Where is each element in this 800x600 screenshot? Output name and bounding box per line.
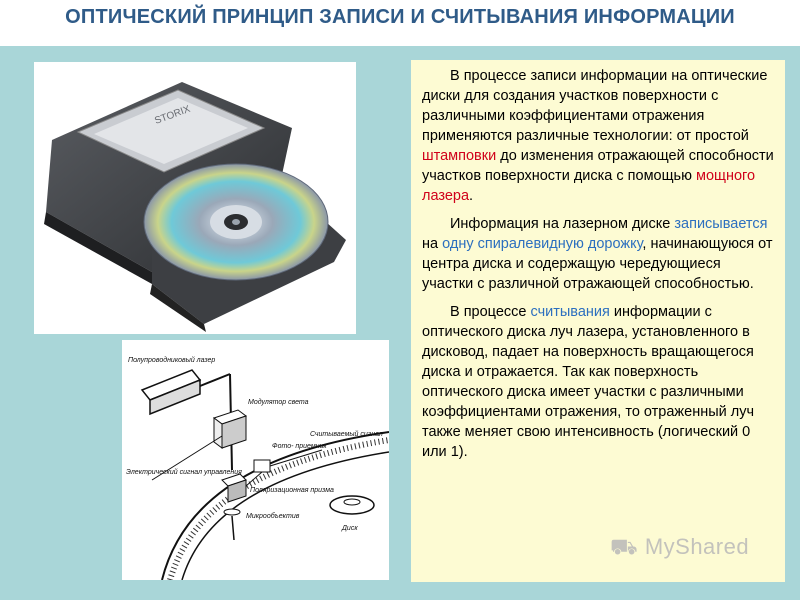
description-textbox: В процессе записи информации на оптическ… — [411, 60, 785, 582]
p3-text-a: В процессе — [450, 304, 531, 320]
p1-text-a: В процессе записи информации на оптическ… — [422, 68, 768, 144]
p2-text-e: , начинающуюся от центра диска и содержа… — [422, 236, 773, 292]
page-title: ОПТИЧЕСКИЙ ПРИНЦИП ЗАПИСИ И СЧИТЫВАНИЯ И… — [65, 6, 735, 28]
paragraph-writing: В процессе записи информации на оптическ… — [422, 66, 775, 206]
title-bar: ОПТИЧЕСКИЙ ПРИНЦИП ЗАПИСИ И СЧИТЫВАНИЯ И… — [0, 0, 800, 46]
p2-text-c: на — [422, 236, 443, 252]
p2-highlight-track: одну спиралевидную дорожку — [442, 236, 643, 252]
p1-text-c: до изменения отражающей способности учас… — [422, 148, 774, 184]
diagram-illustration: Полупроводниковый лазер Модулятор света … — [126, 356, 390, 581]
watermark: ⛟ MyShared — [610, 534, 749, 563]
label-micro-lens: Микрообъектив — [246, 512, 300, 520]
label-read-signal: Считываемый сигнал — [310, 430, 383, 438]
p2-text-a: Информация на лазерном диске — [450, 216, 675, 232]
p1-text-e: . — [469, 188, 474, 204]
p3-text-c: информации с оптического диска луч лазер… — [422, 304, 755, 460]
optical-principle-diagram: Полупроводниковый лазер Модулятор света … — [122, 340, 390, 581]
label-polarizing-prism: Поляризационная призма — [250, 487, 334, 494]
p1-highlight-laser: мощного лазера — [422, 168, 756, 204]
optical-drive-photo: STORIX — [34, 62, 356, 334]
paragraph-track: Информация на лазерном диске записываетс… — [422, 214, 775, 294]
p1-highlight-stamping: штамповки — [422, 148, 497, 164]
optical-drive-illustration: STORIX — [44, 82, 346, 332]
cart-icon: ⛟ — [610, 534, 639, 559]
label-control-signal: Электрический сигнал управления — [126, 468, 242, 476]
watermark-text: MyShared — [644, 534, 750, 559]
label-modulator: Модулятор света — [248, 398, 309, 406]
label-laser: Полупроводниковый лазер — [128, 356, 215, 364]
p3-highlight-reading: считывания — [530, 304, 610, 320]
p2-highlight-written: записывается — [674, 216, 768, 232]
label-photoreceiver: Фото- приемник — [272, 443, 327, 450]
label-disk: Диск — [341, 525, 358, 532]
paragraph-reading: В процессе считывания информации с оптич… — [422, 302, 775, 462]
